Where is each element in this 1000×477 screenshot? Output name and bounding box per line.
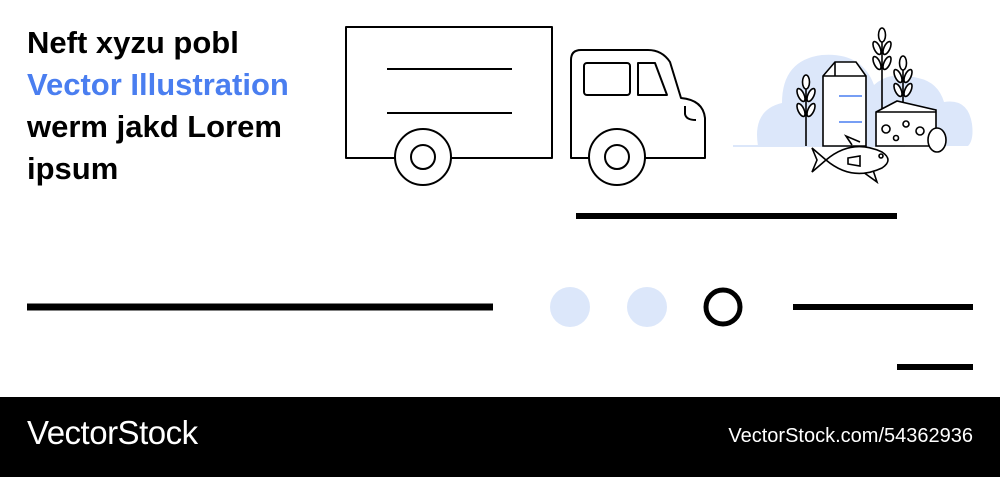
footer-bar: VectorStock VectorStock.com/54362936	[0, 397, 1000, 477]
carousel-dot[interactable]	[550, 287, 590, 327]
vectorstock-logo: VectorStock	[27, 414, 198, 451]
egg-icon	[927, 127, 947, 153]
carousel-dot-active[interactable]	[703, 287, 743, 327]
cheese-icon	[875, 100, 937, 147]
image-url: VectorStock.com/54362936	[728, 425, 973, 447]
headline-line-1: Neft xyzu pobl	[27, 25, 239, 60]
headline-line-3: werm jakd Lorem	[27, 109, 282, 144]
delivery-truck-icon	[345, 26, 706, 186]
headline-line-2: Vector Illustration	[27, 67, 289, 102]
carousel-dot[interactable]	[627, 287, 667, 327]
illustration	[27, 26, 973, 370]
fish-icon	[811, 134, 889, 185]
milk-carton-icon	[822, 61, 867, 147]
headline: Neft xyzu pobl Vector Illustration werm …	[27, 22, 327, 190]
wheat-icon	[796, 74, 816, 146]
headline-line-4: ipsum	[27, 151, 119, 186]
